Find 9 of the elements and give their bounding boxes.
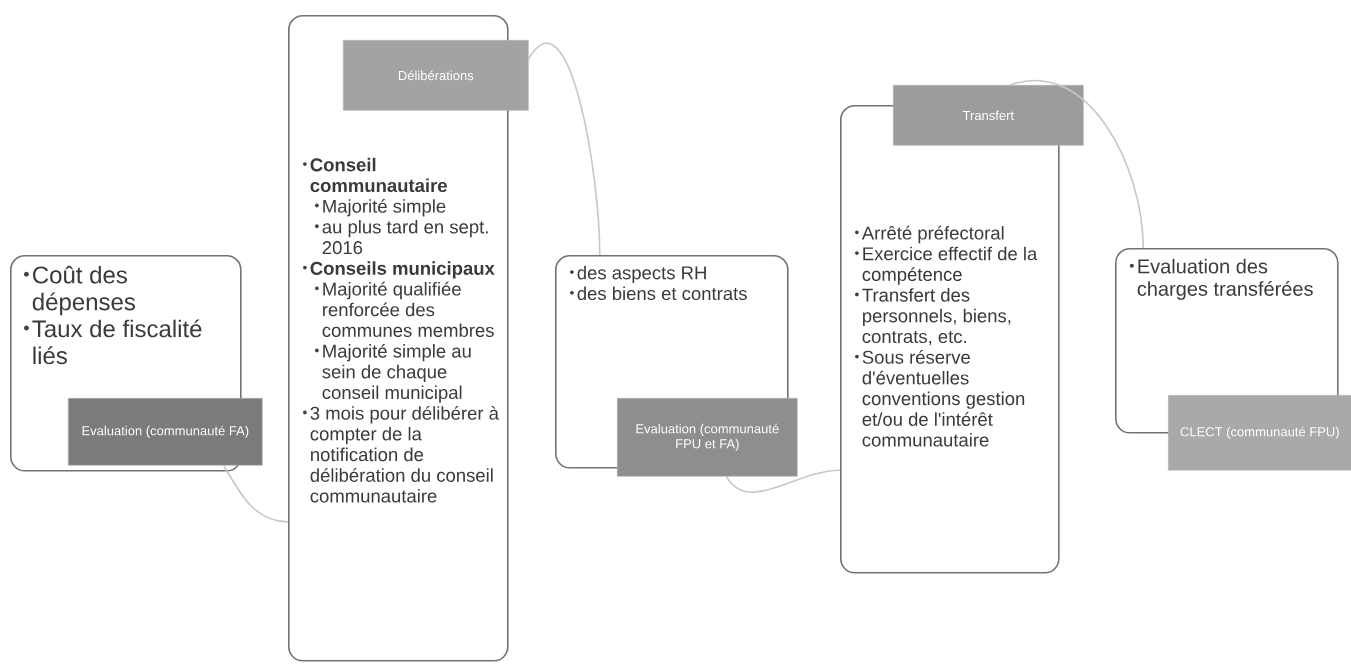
curved-connector <box>725 469 841 493</box>
step-label: CLECT (communauté FPU) <box>1168 395 1351 471</box>
curved-connector <box>1009 79 1145 249</box>
step-label: Délibérations <box>343 40 529 111</box>
curved-connector <box>223 464 289 523</box>
step-label: Evaluation (communauté FA) <box>68 398 263 466</box>
curved-connector <box>527 42 601 256</box>
step-label: Transfert <box>893 85 1084 146</box>
step-label: Evaluation (communauté FPU et FA) <box>617 398 798 477</box>
